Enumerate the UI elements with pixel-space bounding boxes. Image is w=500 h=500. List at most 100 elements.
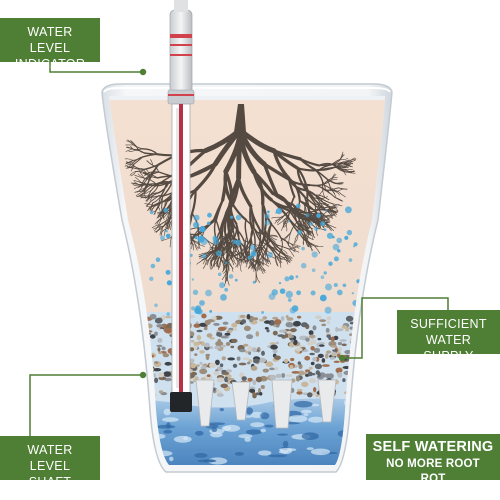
root-branch	[260, 252, 267, 261]
pebble	[298, 363, 303, 369]
root-branch	[299, 233, 313, 245]
pebble	[216, 388, 220, 392]
pebble	[246, 314, 251, 320]
pebble	[215, 391, 223, 394]
pebble	[214, 315, 223, 320]
root-branch	[317, 202, 323, 217]
pebble	[301, 381, 309, 388]
water-bubble	[314, 226, 319, 232]
root-branch	[258, 262, 266, 273]
pebble	[225, 369, 233, 373]
water-bubble	[284, 276, 290, 282]
pebble	[300, 322, 308, 328]
root-branch	[287, 177, 296, 198]
root-branch	[334, 166, 346, 170]
pebble	[161, 346, 166, 351]
root-branch	[331, 162, 344, 165]
root-branch	[125, 148, 134, 152]
pebble	[230, 345, 235, 349]
root-branch	[330, 204, 340, 208]
root-branch	[291, 243, 301, 248]
root-branch	[262, 241, 270, 256]
pebble	[154, 331, 158, 336]
root-branch	[128, 149, 136, 152]
water-bubble	[319, 294, 327, 302]
root-branch	[152, 201, 164, 207]
root-branch	[305, 230, 314, 235]
pebble	[309, 378, 317, 384]
root-branch	[280, 258, 291, 264]
root-branch	[291, 207, 298, 224]
water-ripple	[162, 417, 179, 422]
pebble	[335, 328, 344, 332]
root-branch	[345, 163, 353, 168]
pebble	[220, 383, 228, 388]
water-bubble	[348, 258, 353, 262]
water-bubble	[247, 255, 252, 260]
water-bubble	[344, 235, 349, 240]
root-branch	[317, 202, 332, 208]
root-branch	[311, 243, 321, 254]
root-branch	[229, 248, 232, 255]
root-branch	[163, 206, 172, 216]
root-branch	[226, 260, 234, 269]
water-level-indicator-tube	[167, 0, 195, 412]
pebble	[269, 374, 277, 380]
root-branch	[308, 242, 319, 247]
pebble	[297, 361, 301, 365]
root-branch	[325, 223, 337, 229]
pebble	[231, 338, 238, 343]
root-branch	[134, 190, 144, 193]
pebble	[219, 363, 224, 368]
root-branch	[304, 188, 316, 205]
pebble	[199, 350, 205, 354]
pebble	[243, 343, 249, 347]
pebble	[264, 327, 269, 330]
water-ripple	[250, 422, 265, 428]
pebble	[265, 361, 274, 368]
water-ripple	[264, 424, 274, 428]
water-ripple	[194, 453, 208, 458]
pebble	[142, 392, 146, 399]
water-ripple	[234, 452, 244, 456]
water-bubble	[275, 208, 283, 215]
root-branch	[324, 188, 331, 195]
water-bubble	[301, 246, 305, 251]
root-branch	[308, 205, 310, 221]
pot	[101, 83, 393, 473]
pebble	[248, 359, 253, 363]
root-branch	[304, 188, 321, 199]
pebble	[225, 341, 231, 346]
pebble	[162, 353, 170, 358]
self-watering-badge: SELF WATERING NO MORE ROOT ROT	[366, 434, 500, 485]
root-branch	[149, 173, 158, 179]
callout-line: WATER SUPPLY	[423, 333, 474, 363]
water-bubble	[267, 210, 270, 214]
root-branch	[145, 168, 150, 175]
water-bubble	[311, 251, 318, 258]
callout-line: WATER LEVEL	[27, 25, 73, 55]
pebble	[156, 344, 163, 348]
water-bubble	[311, 268, 316, 273]
root-branch	[147, 160, 153, 166]
pebble	[272, 349, 278, 354]
root-branch	[330, 174, 337, 181]
water-ripple	[310, 403, 320, 407]
root-branch	[322, 190, 326, 198]
pebble	[293, 320, 301, 327]
root-branch	[319, 197, 331, 209]
pebble	[262, 316, 268, 320]
pebble	[341, 325, 348, 329]
root-branch	[227, 209, 234, 239]
root-branch	[227, 254, 237, 262]
pebble	[297, 388, 303, 392]
water-bubble	[308, 221, 314, 226]
root-branch	[206, 256, 214, 261]
water-bubble	[207, 221, 211, 225]
root-branch	[158, 206, 161, 215]
root-branch	[347, 159, 357, 162]
root-branch	[152, 226, 163, 230]
pebble	[241, 376, 247, 381]
pebble	[258, 318, 265, 322]
pebble	[285, 315, 289, 319]
